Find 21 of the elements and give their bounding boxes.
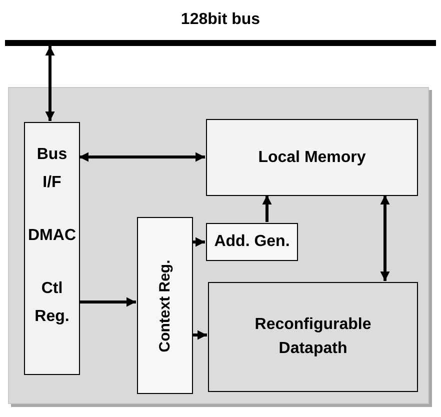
arrow bbox=[192, 330, 207, 340]
block-label: Add. Gen. bbox=[214, 232, 290, 252]
interface-box bbox=[24, 122, 80, 375]
block-box bbox=[206, 223, 298, 261]
block-label: Ctl Reg. bbox=[34, 279, 70, 327]
arrow bbox=[45, 46, 55, 121]
block-label: Bus I/F bbox=[36, 145, 68, 193]
arrow bbox=[380, 195, 390, 281]
block-label: Reconfigurable Datapath bbox=[254, 315, 372, 359]
arrow bbox=[192, 237, 205, 247]
arrow bbox=[79, 152, 205, 162]
arrow bbox=[262, 195, 272, 222]
arrow bbox=[79, 297, 136, 307]
block-box bbox=[208, 282, 418, 392]
block-label: Context Reg. bbox=[155, 259, 174, 352]
block-box bbox=[206, 119, 418, 196]
bus-label: 128bit bus bbox=[180, 10, 262, 30]
register-box bbox=[137, 217, 193, 394]
module-panel bbox=[8, 87, 429, 404]
block-label: Local Memory bbox=[258, 148, 366, 168]
block-label: DMAC bbox=[28, 226, 76, 246]
